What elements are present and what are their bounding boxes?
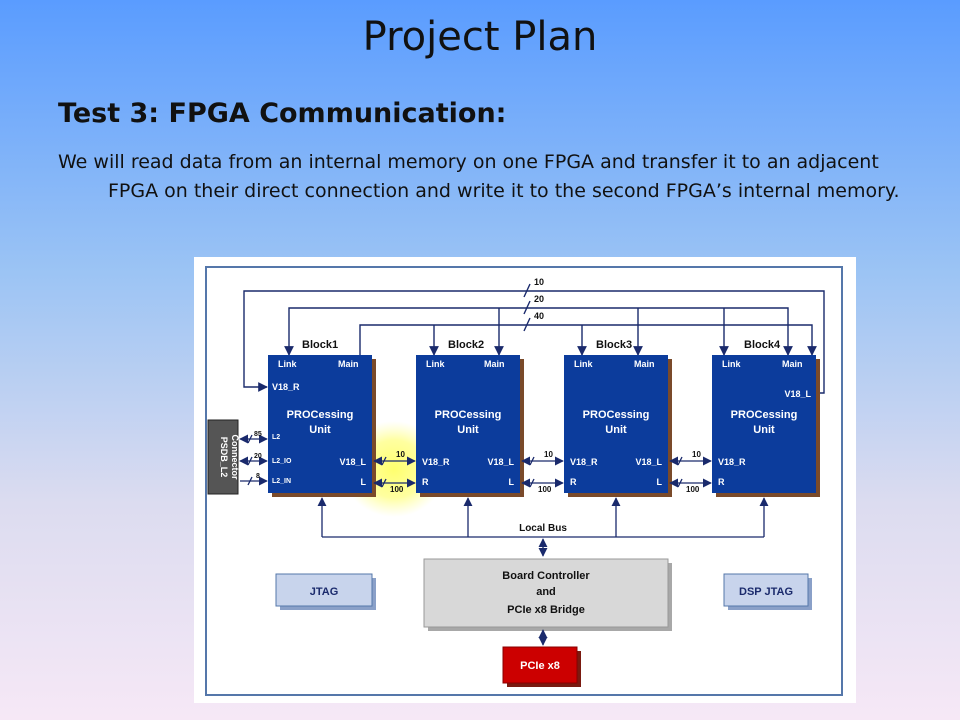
block1-port-l2io: L2_IO — [272, 458, 292, 465]
connector-width-20: 20 — [254, 453, 262, 460]
block2-name: Block2 — [448, 339, 484, 351]
block1-port-l2: L2 — [272, 434, 280, 441]
board-controller-box: Board Controller and PCIe x8 Bridge — [423, 558, 672, 631]
block3-v18r-label: V18_R — [570, 457, 598, 467]
block3-processing-unit: Link Main PROCessing Unit V18_R R V18_L … — [564, 355, 672, 497]
psdb-l2-connector: PSDB_L2 Connector — [207, 419, 240, 495]
block1-name: Block1 — [302, 339, 338, 351]
link2-width-lower: 100 — [538, 485, 552, 494]
block1-processing-unit: Link Main V18_R PROCessing Unit L2 L2_IO… — [268, 355, 376, 497]
block2-unit-line2: Unit — [457, 424, 479, 436]
block4-main-label: Main — [782, 359, 803, 369]
block2-v18r-label: V18_R — [422, 457, 450, 467]
block4-r-label: R — [718, 477, 725, 487]
inter-block-links — [373, 456, 712, 488]
block4-v18r-label: V18_R — [718, 457, 746, 467]
connector-width-8: 8 — [256, 473, 260, 480]
block3-unit-line1: PROCessing — [583, 409, 650, 421]
link1-width-upper: 10 — [396, 450, 405, 459]
block3-name: Block3 — [596, 339, 632, 351]
block2-main-label: Main — [484, 359, 505, 369]
jtag-box: JTAG — [275, 573, 376, 610]
link1-width-lower: 100 — [390, 485, 404, 494]
block1-link-label: Link — [278, 359, 297, 369]
local-bus — [317, 497, 769, 557]
controller-line2: and — [536, 586, 556, 598]
block1-l-label: L — [361, 477, 367, 487]
connector-width-85: 85 — [254, 431, 262, 438]
top-bus-width-20: 20 — [534, 294, 544, 304]
block1-main-label: Main — [338, 359, 359, 369]
block2-unit-line1: PROCessing — [435, 409, 502, 421]
pcie-label: PCIe x8 — [520, 660, 560, 672]
link3-width-lower: 100 — [686, 485, 700, 494]
top-bus-width-10: 10 — [534, 277, 544, 287]
block1-port-l2in: L2_IN — [272, 478, 291, 485]
block2-processing-unit: Link Main PROCessing Unit V18_R R V18_L … — [416, 355, 524, 497]
block4-processing-unit: Link Main V18_L PROCessing Unit V18_R R — [712, 355, 820, 497]
block2-link-label: Link — [426, 359, 445, 369]
link2-width-upper: 10 — [544, 450, 553, 459]
diagram-svg: 10 20 40 Block1 Block2 Block3 Block4 Lin… — [205, 266, 843, 696]
block4-unit-line1: PROCessing — [731, 409, 798, 421]
block2-r-label: R — [422, 477, 429, 487]
connector-lines — [239, 434, 268, 486]
top-bus-width-40: 40 — [534, 311, 544, 321]
jtag-label: JTAG — [310, 586, 339, 598]
block2-v18l-label: V18_L — [487, 457, 514, 467]
dsp-jtag-label: DSP JTAG — [739, 586, 793, 598]
block3-main-label: Main — [634, 359, 655, 369]
slide-title: Project Plan — [362, 14, 598, 60]
block3-v18l-label: V18_L — [635, 457, 662, 467]
dsp-jtag-box: DSP JTAG — [723, 573, 812, 610]
block3-unit-line2: Unit — [605, 424, 627, 436]
slide-subtitle: Test 3: FPGA Communication: — [58, 98, 507, 129]
connector-label-line2: Connector — [230, 435, 240, 480]
slide-body-text: We will read data from an internal memor… — [58, 151, 900, 202]
block4-name: Block4 — [744, 339, 781, 351]
block1-unit-line2: Unit — [309, 424, 331, 436]
top-bus — [243, 283, 825, 398]
block1-v18l-label: V18_L — [339, 457, 366, 467]
pcie-x8-box: PCIe x8 — [502, 646, 581, 687]
controller-line1: Board Controller — [502, 570, 590, 582]
block3-r-label: R — [570, 477, 577, 487]
block1-unit-line1: PROCessing — [287, 409, 354, 421]
block2-l-label: L — [509, 477, 515, 487]
local-bus-label: Local Bus — [519, 523, 567, 534]
block1-v18r-label: V18_R — [272, 382, 300, 392]
block4-v18l-top-label: V18_L — [784, 389, 811, 399]
connector-label-line1: PSDB_L2 — [219, 437, 229, 478]
fpga-block-diagram: 10 20 40 Block1 Block2 Block3 Block4 Lin… — [194, 257, 856, 703]
block3-link-label: Link — [574, 359, 593, 369]
link3-width-upper: 10 — [692, 450, 701, 459]
block4-unit-line2: Unit — [753, 424, 775, 436]
block4-link-label: Link — [722, 359, 741, 369]
block3-l-label: L — [657, 477, 663, 487]
controller-line3: PCIe x8 Bridge — [507, 604, 585, 616]
